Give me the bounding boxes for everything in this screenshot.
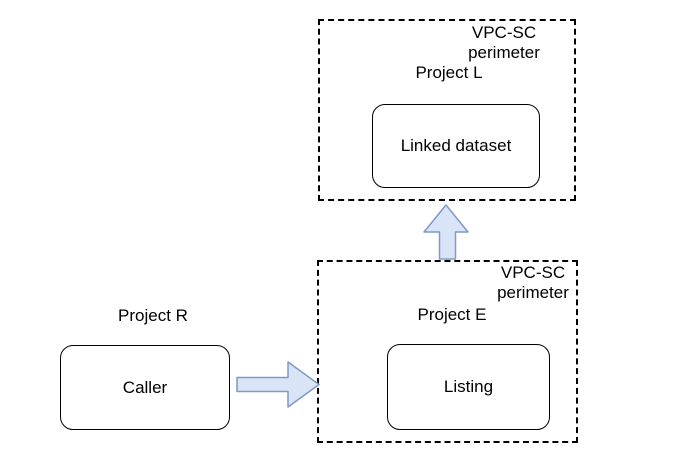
linked-dataset-node: Linked dataset <box>372 104 540 188</box>
project-e-label: Project E <box>417 305 487 324</box>
vpc-sc-perimeter-top-label-line2: perimeter <box>468 43 540 62</box>
arrow-up-icon <box>423 204 469 260</box>
vpc-sc-perimeter-top-label-line1: VPC-SC <box>471 23 537 42</box>
vpc-sc-perimeter-bottom-label-line1: VPC-SC <box>500 263 566 282</box>
arrow-right-icon <box>236 361 320 408</box>
vpc-sc-perimeter-bottom-label-line2: perimeter <box>497 283 569 302</box>
linked-dataset-node-label: Linked dataset <box>400 136 512 155</box>
vpc-sc-perimeter-bottom-label: VPC-SC perimeter <box>468 263 598 303</box>
listing-node: Listing <box>387 344 550 430</box>
vpc-sc-perimeter-bottom <box>317 260 578 443</box>
project-r-label: Project R <box>118 306 188 325</box>
caller-node: Caller <box>60 345 230 430</box>
vpc-sc-perimeter-top <box>318 19 576 201</box>
vpc-sc-perimeter-top-label: VPC-SC perimeter <box>439 23 569 63</box>
caller-node-label: Caller <box>122 377 168 397</box>
listing-node-label: Listing <box>443 377 494 396</box>
project-l-label: Project L <box>415 63 483 82</box>
